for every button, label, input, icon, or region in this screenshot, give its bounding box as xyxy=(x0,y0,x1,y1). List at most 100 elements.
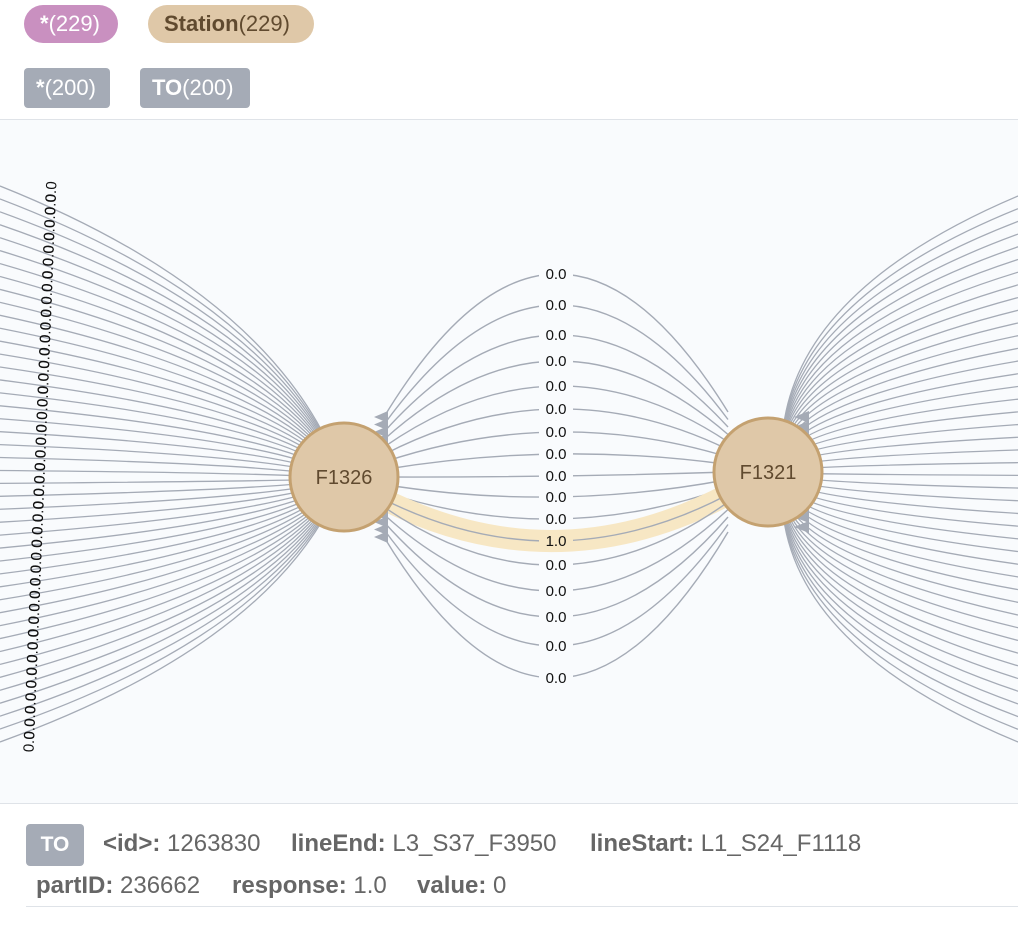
right-fan-edge xyxy=(781,499,1018,718)
prop-linestart-key: lineStart: xyxy=(590,830,695,857)
edge-label: 0.0 xyxy=(546,353,567,370)
arrowhead xyxy=(794,521,809,533)
left-edge-label: 0.0 xyxy=(40,245,58,267)
right-fan-edge xyxy=(781,485,1018,591)
node-circle xyxy=(712,416,824,528)
left-fan-edge xyxy=(0,237,331,453)
label-pill-all-count: (229) xyxy=(48,11,100,36)
prop-id-key: <id>: xyxy=(103,830,161,857)
left-edge-label: 0.0 xyxy=(25,616,43,638)
middle-edges: 0.00.00.00.00.00.00.00.00.00.00.01.00.00… xyxy=(373,264,739,687)
left-edge-label: 0.0 xyxy=(38,296,56,318)
left-edge-label: 0.0 xyxy=(21,705,39,727)
label-pill-all-name: * xyxy=(40,11,49,36)
edge-label-bg xyxy=(539,487,573,505)
prop-value-key: value: xyxy=(417,872,487,899)
prop-lineend: lineEnd: L3_S37_F3950 xyxy=(291,830,557,858)
left-edge-label: 0.0 xyxy=(39,270,57,292)
left-edge-label: 0.0 xyxy=(37,322,55,344)
right-fan-edge xyxy=(781,493,1018,667)
left-edge-label: 0.0 xyxy=(41,219,59,241)
left-edge-label: 0.0 xyxy=(37,309,55,331)
label-pill-all[interactable]: *(229) xyxy=(24,5,118,43)
graph-svg[interactable]: 0.00.00.00.00.00.00.00.00.00.00.00.00.00… xyxy=(0,120,1018,803)
left-edge-label: 0.0 xyxy=(31,462,49,484)
left-fan-edge xyxy=(0,198,331,449)
edge-label-bg xyxy=(539,509,573,527)
rel-tag-to[interactable]: TO(200) xyxy=(140,68,250,108)
left-fan-edge xyxy=(0,301,331,460)
prop-response-key: response: xyxy=(232,872,347,899)
edge-label-bg xyxy=(539,376,573,394)
left-edge-label: 0.0 xyxy=(34,386,52,408)
right-fan-edge xyxy=(781,195,1018,443)
left-edge-label: 0.0 xyxy=(23,667,41,689)
arrowhead xyxy=(794,421,809,433)
prop-lineend-key: lineEnd: xyxy=(291,830,386,857)
rel-tag-to-count: (200) xyxy=(182,75,234,100)
edge-label: 0.0 xyxy=(546,297,567,314)
edge-label-bg xyxy=(539,422,573,440)
left-edge-label: 0.0 xyxy=(36,334,54,356)
label-pill-station[interactable]: Station(229) xyxy=(148,5,314,43)
left-edge-label: 0.0 xyxy=(39,258,57,280)
prop-linestart: lineStart: L1_S24_F1118 xyxy=(590,830,861,858)
left-fan-edge xyxy=(0,288,331,459)
left-edge-label: 0.0 xyxy=(22,693,40,715)
left-edge-label: 0.0 xyxy=(40,232,58,254)
left-fan-edge xyxy=(0,482,331,523)
left-edge-label: 0.0 xyxy=(24,654,42,676)
node-labels-bar: *(229) Station(229) xyxy=(0,0,1018,56)
left-fan-edge xyxy=(0,494,331,627)
edge-label: 1.0 xyxy=(546,533,567,550)
left-fan-edge xyxy=(0,211,331,451)
left-fan-edge xyxy=(0,499,331,678)
left-edge-label: 0.0 xyxy=(26,603,44,625)
rel-tag-all[interactable]: *(200) xyxy=(24,68,110,108)
edge-label: 0.0 xyxy=(546,468,567,485)
prop-response-value: 1.0 xyxy=(353,872,387,899)
rel-tag-all-name: * xyxy=(36,75,45,100)
arrowhead xyxy=(794,511,809,523)
node-caption: F1326 xyxy=(316,467,373,489)
right-edge-fan xyxy=(781,195,1018,743)
left-edge-label: 0.0 xyxy=(42,181,60,203)
left-fan-edge xyxy=(0,503,331,717)
left-edge-label: 0.0 xyxy=(30,501,48,523)
left-edge-label: 0.0 xyxy=(34,398,52,420)
node-f1326[interactable]: F1326 xyxy=(288,421,400,533)
left-fan-edge xyxy=(0,502,331,704)
left-edge-label: 0.0 xyxy=(31,475,49,497)
label-pill-station-name: Station xyxy=(164,11,239,36)
node-caption: F1321 xyxy=(740,462,797,484)
left-edge-label: 0.0 xyxy=(30,488,48,510)
edge-label: 0.0 xyxy=(546,378,567,395)
left-edge-label: 0.0 xyxy=(28,552,46,574)
edge-label-bg xyxy=(539,607,573,625)
left-fan-edge xyxy=(0,185,331,448)
left-edge-label: 0.0 xyxy=(21,718,39,740)
node-f1321[interactable]: F1321 xyxy=(712,416,824,528)
left-edge-label: 0.0 xyxy=(41,206,59,228)
right-fan-edge xyxy=(781,497,1018,705)
right-fan-edge xyxy=(781,233,1018,447)
left-fan-edge xyxy=(0,496,331,653)
left-edge-label: 0.0 xyxy=(27,565,45,587)
edge-label-bg xyxy=(539,636,573,654)
graph-nodes[interactable]: F1326 F1321 xyxy=(288,416,824,533)
edge-label: 0.0 xyxy=(546,670,567,687)
right-fan-edge xyxy=(781,496,1018,692)
left-edge-label: 0.0 xyxy=(25,629,43,651)
edge-label-bg xyxy=(539,351,573,369)
arrowhead xyxy=(374,531,388,543)
label-pill-station-count: (229) xyxy=(238,11,290,36)
left-edge-label: 0.0 xyxy=(35,373,53,395)
left-fan-edge xyxy=(0,505,331,730)
node-circle xyxy=(288,421,400,533)
right-fan-edge xyxy=(781,258,1018,450)
prop-id-value: 1263830 xyxy=(167,830,261,857)
left-edge-label: 0.0 xyxy=(36,347,54,369)
edge-label: 0.0 xyxy=(546,401,567,418)
inspector-type-badge[interactable]: TO xyxy=(26,824,84,866)
